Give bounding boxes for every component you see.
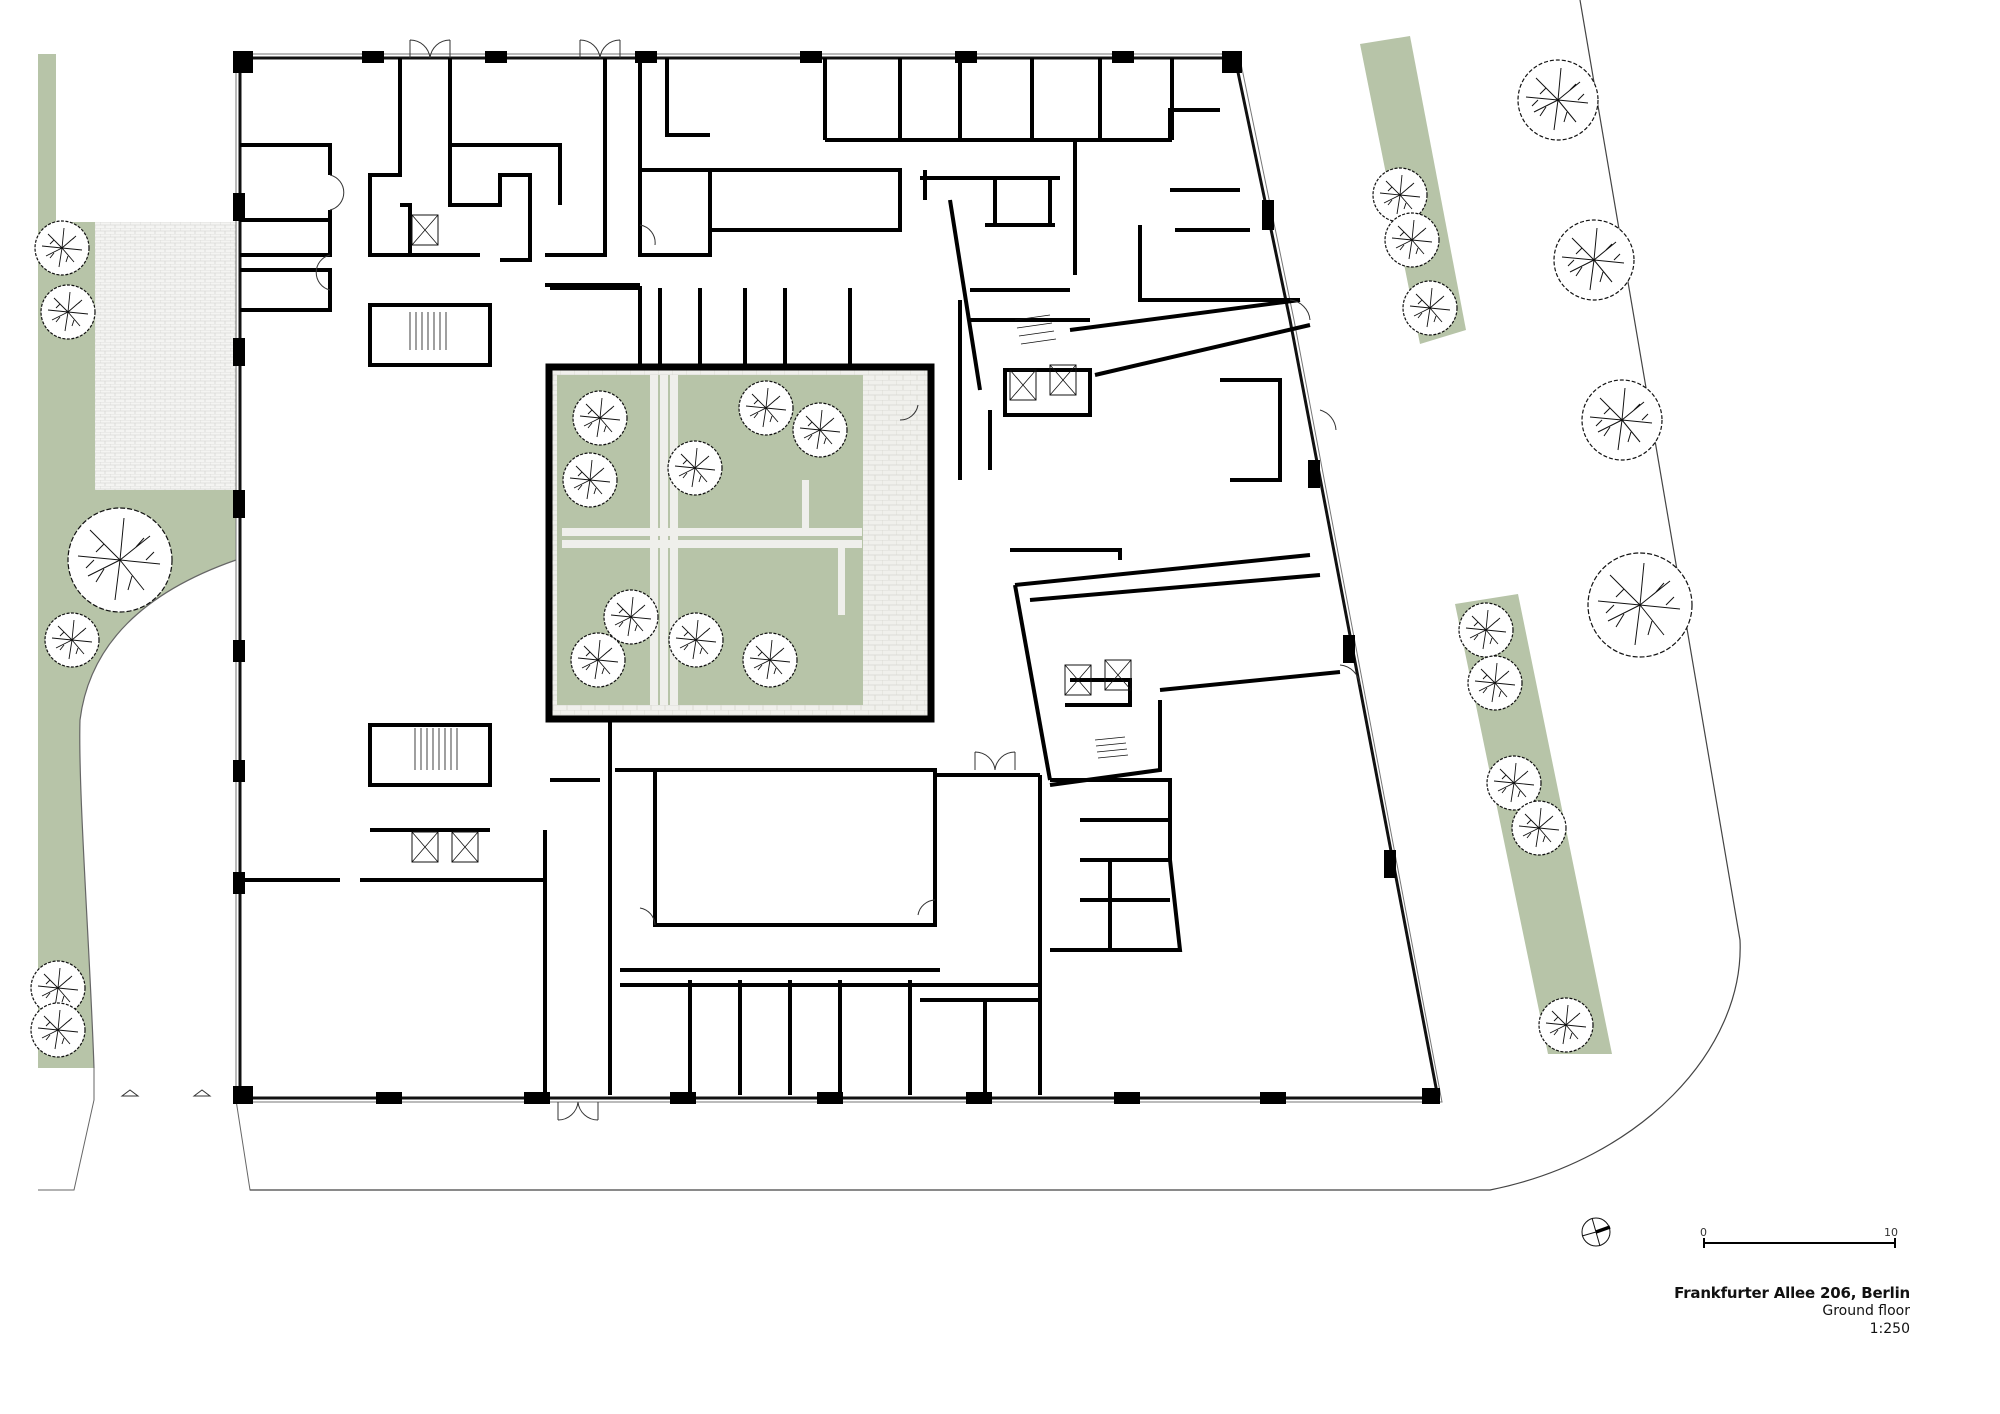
title-block: Frankfurter Allee 206, Berlin Ground flo… [1674, 1284, 1910, 1338]
north-arrow-icon [1581, 1217, 1611, 1247]
scale-bar-start-label: 0 [1700, 1226, 1707, 1239]
scale-bar [1703, 1238, 1896, 1248]
tree-icon [1458, 602, 1514, 658]
tree-icon [1538, 997, 1594, 1053]
elevator-icon [411, 831, 439, 863]
tree-icon [44, 612, 100, 668]
columns [233, 51, 1440, 1104]
tree-icon [742, 632, 798, 688]
tree-icon [667, 440, 723, 496]
tree-icon [570, 632, 626, 688]
drawing-title: Frankfurter Allee 206, Berlin [1674, 1284, 1910, 1302]
scale-label: 1:250 [1869, 1321, 1910, 1337]
door-swings [315, 39, 1361, 1121]
tree-icon [572, 390, 628, 446]
tree-icon [1402, 280, 1458, 336]
elevator-icon [451, 831, 479, 863]
tree-icon [1517, 59, 1599, 141]
tree-icon [1553, 219, 1635, 301]
tree-icon [1467, 655, 1523, 711]
elevator-icon [411, 214, 439, 246]
tree-icon [40, 284, 96, 340]
tree-icon [1587, 552, 1693, 658]
interior-walls [240, 58, 1341, 1095]
stair-core-sw [414, 728, 458, 770]
building-envelope [235, 53, 1443, 1103]
tree-icon [67, 507, 173, 613]
tree-icon [1581, 379, 1663, 461]
stair-core-ne [1014, 314, 1129, 759]
floor-label: Ground floor [1822, 1303, 1910, 1319]
tree-icon [30, 1002, 86, 1058]
tree-icon [668, 612, 724, 668]
stair-core-nw [409, 312, 447, 350]
tree-icon [562, 452, 618, 508]
tree-icon [34, 220, 90, 276]
tree-icon [603, 589, 659, 645]
tree-icon [792, 402, 848, 458]
tree-icon [1511, 800, 1567, 856]
scale-bar-end-label: 10 [1884, 1226, 1898, 1239]
tree-icon [738, 380, 794, 436]
elevator-icon [1104, 659, 1132, 691]
tree-icon [1384, 212, 1440, 268]
street-curb [250, 0, 1741, 1191]
elevator-icon [1009, 369, 1037, 401]
